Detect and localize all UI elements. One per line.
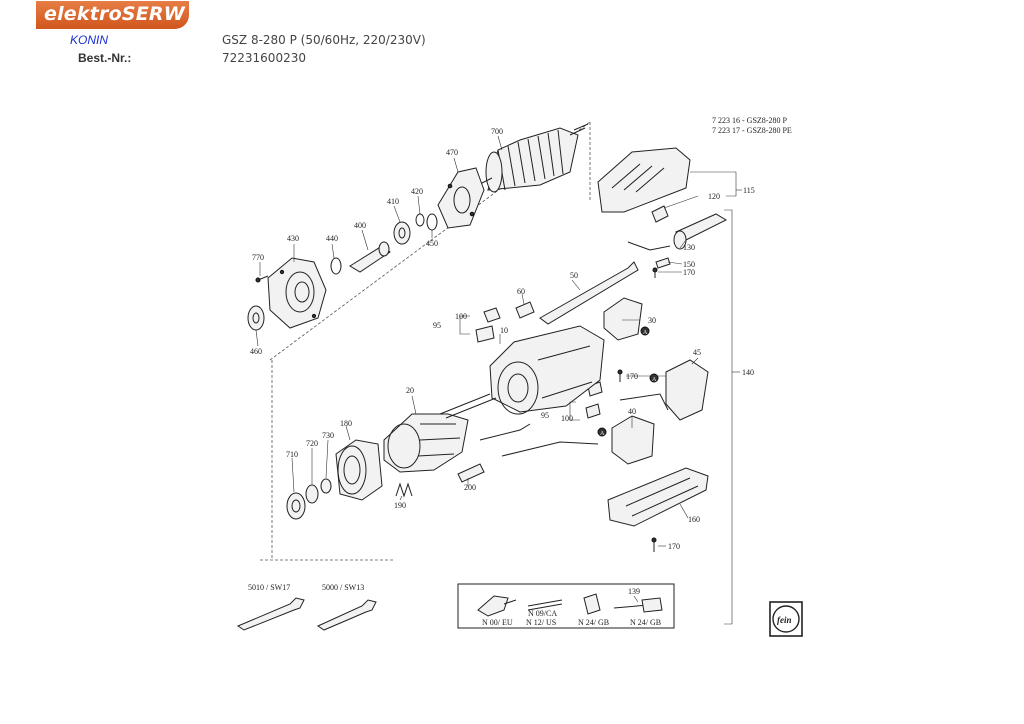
label-160: 160 [688,515,700,524]
spring-part [395,482,413,498]
handle-cover-part [607,467,709,527]
label-400: 400 [354,221,366,230]
motor-housing-part [489,325,605,415]
plug-variant-ca: N 09/CA [528,609,557,618]
label-150: 150 [683,260,695,269]
armature-part [479,123,589,193]
marker-a-3: A [600,431,605,437]
label-115: 115 [743,186,755,195]
electronics-module-part: A [603,297,650,341]
fan-housing-part [335,439,383,501]
label-10: 10 [500,326,508,335]
wrench-sw13: 5000 / SW13 [316,583,377,631]
order-number-label: Best.-Nr.: [78,51,132,65]
label-30: 30 [648,316,656,325]
leader-lines [255,135,699,547]
label-200: 200 [464,483,476,492]
fan-plate-part [437,167,485,229]
label-460: 460 [250,347,262,356]
plug-variant-gb-2: N 24/ GB [630,618,661,627]
label-95-bottom: 95 [541,411,549,420]
plug-variant-gb-1: N 24/ GB [578,618,609,627]
label-710: 710 [286,450,298,459]
o-ring-part [330,257,342,275]
brush-holder-part [475,307,603,419]
gear-head-part [267,257,327,329]
wrench-sw17-label: 5010 / SW17 [248,583,290,592]
label-170-mid: 170 [626,372,638,381]
wire-leads [479,423,599,457]
label-50: 50 [570,271,578,280]
label-95-top: 95 [433,321,441,330]
part-95-brackets [459,315,580,421]
label-40: 40 [628,407,636,416]
label-120: 120 [708,192,720,201]
electronics-lower-part: A [597,415,655,465]
label-130: 130 [683,243,695,252]
part-labels: 770 430 440 400 410 420 450 470 700 460 … [250,127,755,551]
label-190: 190 [394,501,406,510]
label-420: 420 [411,187,423,196]
label-730: 730 [322,431,334,440]
label-45: 45 [693,348,701,357]
switch-button-part [515,301,535,319]
wrench-sw17: 5010 / SW17 [236,583,305,631]
label-180: 180 [340,419,352,428]
label-100-bottom: 100 [561,414,573,423]
label-720: 720 [306,439,318,448]
label-450: 450 [426,239,438,248]
part-115-bracket [690,171,742,197]
cover-part [597,147,691,213]
label-60: 60 [517,287,525,296]
brand-city: KONIN [70,33,109,47]
label-170-top: 170 [683,268,695,277]
label-20: 20 [406,386,414,395]
fein-logo: fein [769,601,803,637]
brand-name: elektroSERW [44,3,185,25]
screw-770-part [255,275,269,283]
plug-part-139: 139 [628,587,640,596]
retaining-rings-part [415,213,438,231]
spindle-part [349,241,391,273]
part-140-bracket [724,209,740,625]
wrench-sw13-label: 5000 / SW13 [322,583,364,592]
label-410: 410 [387,197,399,206]
marker-a-1: A [643,330,648,336]
label-470: 470 [446,148,458,157]
plug-variants-box: 139 N 00/ EU N 09/CA N 12/ US N 24/ GB N… [457,583,675,629]
washer-460-part [247,305,265,331]
variant-note-1: 7 223 16 - GSZ8-280 P [712,116,787,125]
order-number-value: 72231600230 [222,51,306,65]
model-value: GSZ 8-280 P (50/60Hz, 220/230V) [222,33,426,47]
plug-variant-eu: N 00/ EU [482,618,513,627]
bracket-50-part [539,261,639,325]
brand-logo: elektroSERW [36,1,189,29]
bearing-410-part [393,221,411,245]
screws-middle-part [617,369,657,552]
label-140: 140 [742,368,754,377]
screws-top-right-part [652,257,671,278]
label-440: 440 [326,234,338,243]
label-430: 430 [287,234,299,243]
fein-logo-text: fein [777,615,792,625]
plug-variant-us: N 12/ US [526,618,556,627]
marker-a-2: A [652,377,657,383]
variant-notes: 7 223 16 - GSZ8-280 P 7 223 17 - GSZ8-28… [712,116,792,135]
bearing-stack-part [286,478,332,520]
label-700: 700 [491,127,503,136]
stator-part [383,393,497,473]
variant-note-2: 7 223 17 - GSZ8-280 PE [712,126,792,135]
sleeve-part [457,463,485,483]
label-170-bottom: 170 [668,542,680,551]
label-100-top: 100 [455,312,467,321]
cable-clamp-part [627,205,728,251]
label-770: 770 [252,253,264,262]
